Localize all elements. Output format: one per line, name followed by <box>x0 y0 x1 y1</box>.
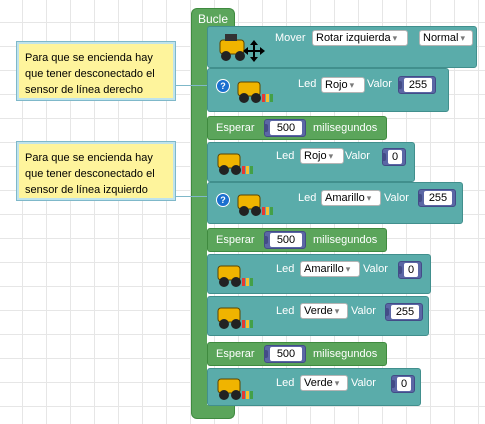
help-icon[interactable]: ? <box>216 193 230 207</box>
value-number-block[interactable]: 255 <box>418 189 456 207</box>
comment-bubble-2[interactable]: Para que se encienda hay que tener desco… <box>16 141 176 201</box>
led-color-dropdown[interactable]: Amarillo▾ <box>300 261 360 277</box>
led-color-dropdown[interactable]: Rojo▾ <box>300 148 344 164</box>
wait-input[interactable]: 500 <box>270 347 302 361</box>
chevron-down-icon: ▾ <box>366 193 372 203</box>
loop-block-header[interactable]: Bucle <box>191 8 235 30</box>
comment-1-connector <box>175 85 213 86</box>
robot-led-icon <box>217 307 253 329</box>
value-label: Valor <box>345 150 370 162</box>
value-number-block[interactable]: 0 <box>398 261 422 279</box>
value-number-block[interactable]: 0 <box>382 148 406 166</box>
comment-1-line-1: Para que se encienda hay <box>25 52 153 64</box>
robot-led-icon <box>237 194 273 216</box>
wait-number-block[interactable]: 500 <box>264 231 306 249</box>
wait-input[interactable]: 500 <box>270 233 302 247</box>
value-input[interactable]: 255 <box>424 191 452 205</box>
move-arrows-icon <box>243 40 265 62</box>
loop-label: Bucle <box>198 12 229 26</box>
comment-2-line-1: Para que se encienda hay <box>25 152 153 164</box>
value-input[interactable]: 255 <box>404 78 432 92</box>
led-color-dropdown[interactable]: Verde▾ <box>300 375 348 391</box>
led-block-6[interactable]: Led Verde▾ Valor 0 <box>207 368 421 406</box>
speed-value: Normal <box>423 32 459 44</box>
direction-dropdown[interactable]: Rotar izquierda▾ <box>312 30 408 46</box>
chevron-down-icon: ▾ <box>334 306 340 316</box>
robot-icon <box>219 34 245 61</box>
wait-label: Esperar <box>216 234 255 246</box>
led-label: Led <box>298 78 317 90</box>
comment-2-line-2: que tener desconectado el <box>25 168 155 180</box>
led-color-value: Amarillo <box>325 192 365 204</box>
comment-1-line-2: que tener desconectado el <box>25 68 155 80</box>
loop-block-spine[interactable] <box>191 29 207 411</box>
led-color-value: Verde <box>304 305 333 317</box>
wait-block-3[interactable]: Esperar 500 milisegundos <box>207 342 387 366</box>
value-label: Valor <box>367 78 392 90</box>
value-label: Valor <box>384 192 409 204</box>
comment-2-connector <box>175 196 213 197</box>
led-label: Led <box>276 377 295 389</box>
value-input[interactable]: 0 <box>397 377 411 391</box>
led-color-value: Rojo <box>325 79 348 91</box>
wait-block-1[interactable]: Esperar 500 milisegundos <box>207 116 387 140</box>
robot-led-icon <box>217 378 253 400</box>
led-color-dropdown[interactable]: Rojo▾ <box>321 77 365 93</box>
wait-block-2[interactable]: Esperar 500 milisegundos <box>207 228 387 252</box>
led-label: Led <box>276 305 295 317</box>
value-input[interactable]: 0 <box>388 150 402 164</box>
robot-led-icon <box>217 265 253 287</box>
led-label: Led <box>298 192 317 204</box>
wait-input[interactable]: 500 <box>270 121 302 135</box>
chevron-down-icon: ▾ <box>392 33 398 43</box>
chevron-down-icon: ▾ <box>328 151 334 161</box>
comment-1-line-3: sensor de línea derecho <box>25 84 144 96</box>
wait-unit: milisegundos <box>313 348 378 360</box>
robot-led-icon <box>237 81 273 103</box>
led-color-value: Rojo <box>304 150 327 162</box>
value-number-block[interactable]: 255 <box>398 76 436 94</box>
led-block-2[interactable]: Led Rojo▾ Valor 0 <box>207 142 415 182</box>
led-label: Led <box>276 263 295 275</box>
value-label: Valor <box>351 305 376 317</box>
comment-2-line-3: sensor de línea izquierdo <box>25 184 148 196</box>
value-number-block[interactable]: 0 <box>391 375 415 393</box>
led-block-4[interactable]: Led Amarillo▾ Valor 0 <box>207 254 431 294</box>
wait-number-block[interactable]: 500 <box>264 345 306 363</box>
value-label: Valor <box>351 377 376 389</box>
led-color-dropdown[interactable]: Verde▾ <box>300 303 348 319</box>
led-color-dropdown[interactable]: Amarillo▾ <box>321 190 381 206</box>
value-label: Valor <box>363 263 388 275</box>
led-block-5[interactable]: Led Verde▾ Valor 255 <box>207 296 429 336</box>
wait-unit: milisegundos <box>313 122 378 134</box>
help-icon[interactable]: ? <box>216 79 230 93</box>
led-color-value: Verde <box>304 377 333 389</box>
chevron-down-icon: ▾ <box>334 378 340 388</box>
led-block-3[interactable]: ? Led Amarillo▾ Valor 255 <box>207 182 463 224</box>
comment-bubble-1[interactable]: Para que se encienda hay que tener desco… <box>16 41 176 101</box>
move-label: Mover <box>275 32 306 44</box>
robot-led-icon <box>217 153 253 175</box>
wait-unit: milisegundos <box>313 234 378 246</box>
wait-label: Esperar <box>216 122 255 134</box>
direction-value: Rotar izquierda <box>316 32 391 44</box>
chevron-down-icon: ▾ <box>349 80 355 90</box>
loop-block-footer[interactable] <box>191 405 235 419</box>
wait-label: Esperar <box>216 348 255 360</box>
led-color-value: Amarillo <box>304 263 344 275</box>
chevron-down-icon: ▾ <box>460 33 465 43</box>
led-block-1[interactable]: ? Led Rojo▾ Valor 255 <box>207 68 449 112</box>
value-number-block[interactable]: 255 <box>385 303 423 321</box>
value-input[interactable]: 0 <box>404 263 418 277</box>
wait-number-block[interactable]: 500 <box>264 119 306 137</box>
move-block[interactable]: Mover Rotar izquierda▾ Normal▾ <box>207 26 477 68</box>
led-label: Led <box>276 150 295 162</box>
speed-dropdown[interactable]: Normal▾ <box>419 30 473 46</box>
chevron-down-icon: ▾ <box>345 264 351 274</box>
value-input[interactable]: 255 <box>391 305 419 319</box>
